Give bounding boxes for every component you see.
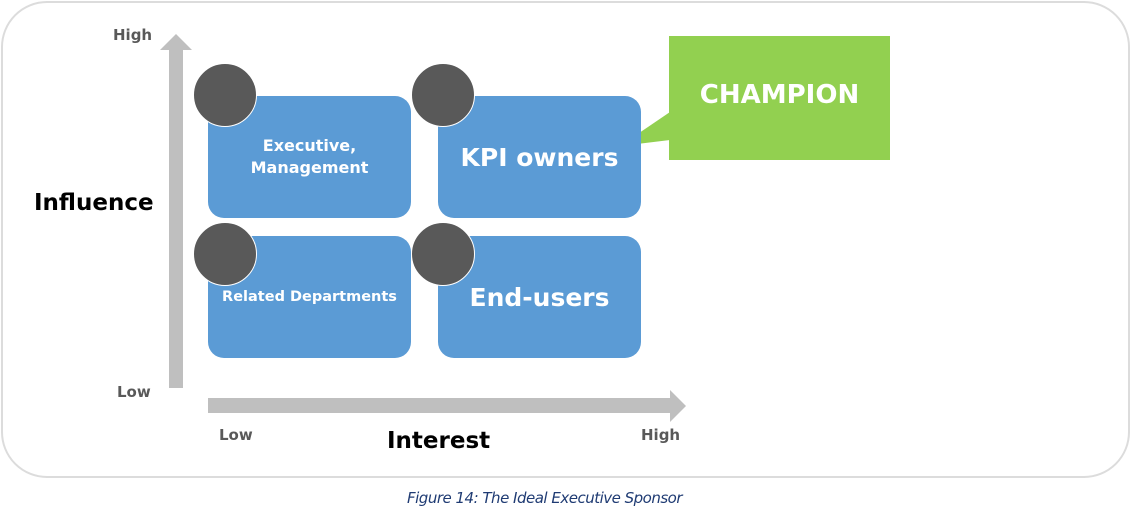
marker-circle	[411, 222, 475, 286]
quadrant-label: Executive, Management	[250, 136, 369, 177]
y-axis-arrow	[160, 34, 192, 388]
champion-callout: CHAMPION	[669, 36, 890, 160]
marker-circle	[193, 63, 257, 127]
marker-circle	[193, 222, 257, 286]
x-axis-high-label: High	[641, 426, 681, 444]
quadrant-label: KPI owners	[460, 142, 619, 172]
champion-label: CHAMPION	[699, 80, 860, 110]
quadrant-label: End-users	[469, 282, 610, 312]
figure-frame	[1, 1, 1130, 478]
x-axis-title: Interest	[387, 428, 491, 454]
x-axis-arrow	[208, 390, 686, 422]
y-axis-low-label: Low	[117, 383, 151, 401]
quadrant-kpi-owners: KPI owners	[438, 96, 641, 218]
y-axis-high-label: High	[113, 26, 153, 44]
y-axis-title: Influence	[34, 190, 154, 216]
marker-circle	[411, 63, 475, 127]
x-axis-low-label: Low	[219, 426, 253, 444]
figure-caption: Figure 14: The Ideal Executive Sponsor	[407, 489, 683, 507]
quadrant-label: Related Departments	[222, 289, 397, 305]
